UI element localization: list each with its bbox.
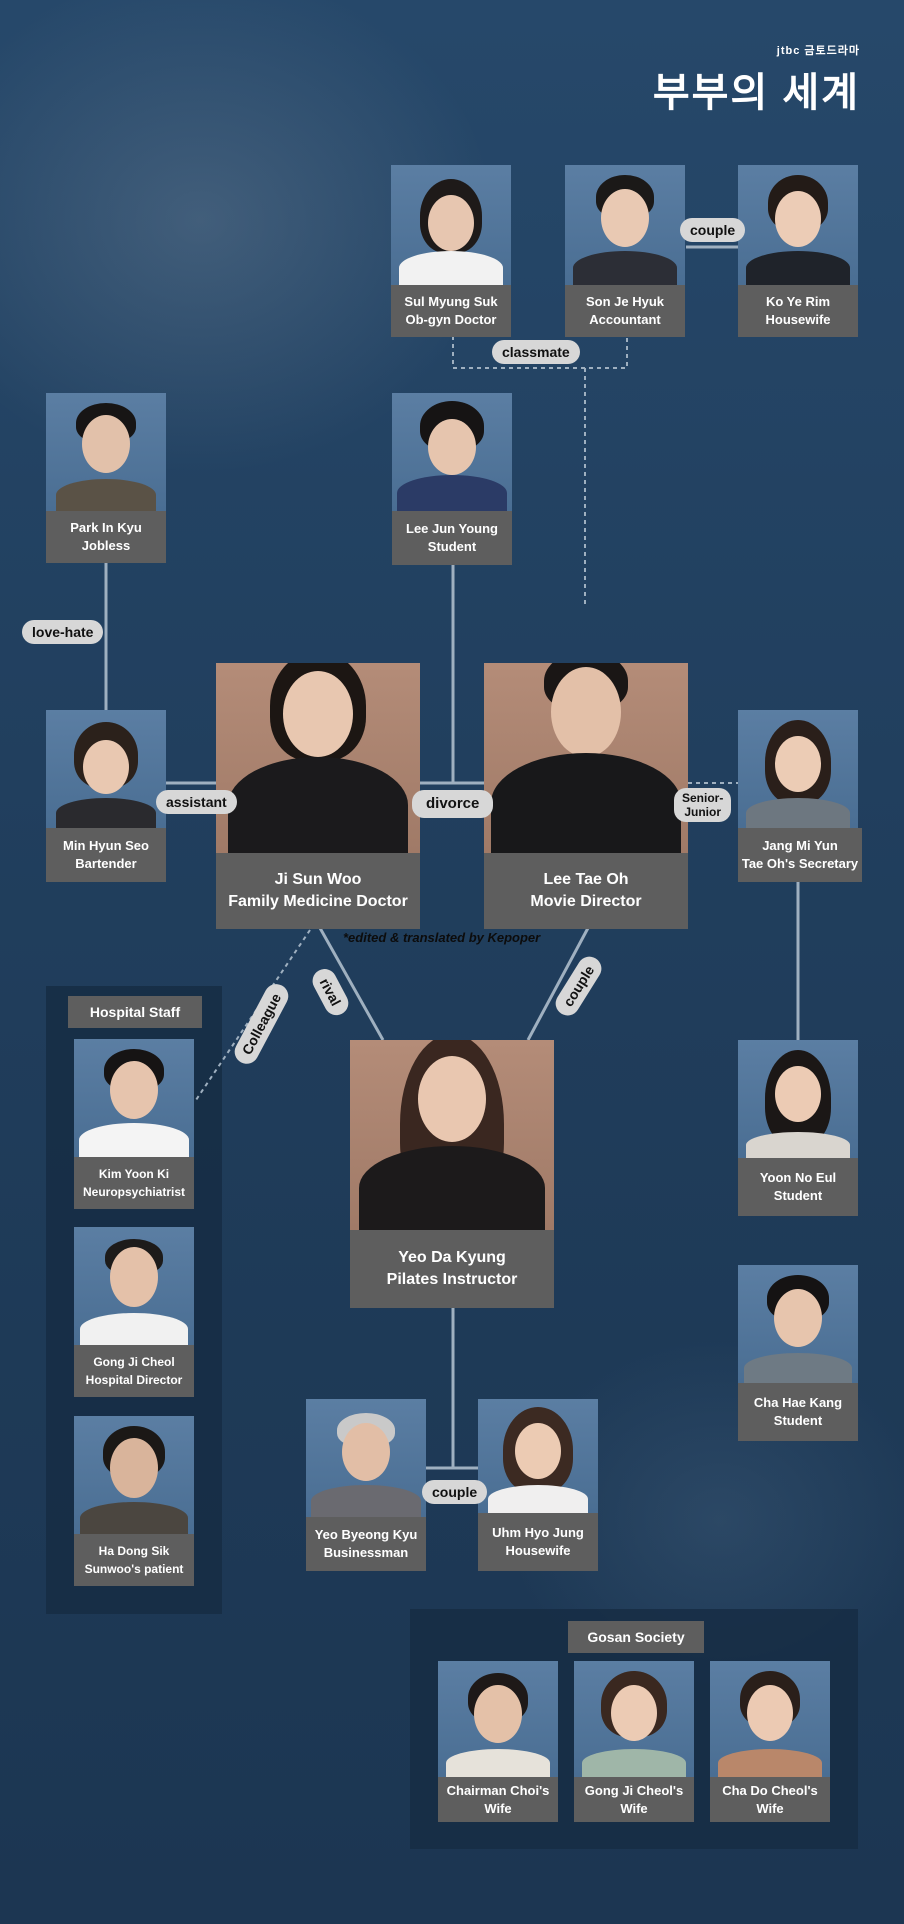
- portrait-yeo-da-kyung: [350, 1040, 554, 1230]
- badge-love-hate: love-hate: [22, 620, 104, 644]
- portrait-ji-sun-woo: [216, 663, 420, 853]
- translation-credit: *edited & translated by Kepoper: [343, 930, 541, 945]
- line-ji-yeo-rival: [318, 927, 385, 1041]
- portrait-park-in-kyu: [46, 393, 166, 511]
- badge-couple-top: couple: [680, 218, 746, 242]
- portrait-ko-ye-rim: [738, 165, 858, 285]
- portrait-yeo-byeong-kyu: [306, 1399, 426, 1517]
- portrait-lee-tae-oh: [484, 663, 688, 853]
- badge-divorce: divorce: [412, 790, 494, 818]
- line-tae-yeo-couple: [526, 927, 590, 1041]
- portrait-chairman-choi-wife: [438, 1661, 558, 1777]
- portrait-gong-ji-cheol-wife: [574, 1661, 694, 1777]
- badge-assistant: assistant: [156, 790, 237, 814]
- portrait-ha-dong-sik: [74, 1416, 194, 1534]
- logo-subtitle: jtbc 금토드라마: [776, 45, 860, 57]
- portrait-sul-myung-suk: [391, 165, 511, 285]
- line-classmate: [452, 336, 628, 369]
- portrait-jang-mi-yun: [738, 710, 858, 828]
- drama-logo: jtbc 금토드라마 부부의 세계: [653, 42, 860, 118]
- portrait-cha-hae-kang: [738, 1265, 858, 1383]
- line-ji-kim: [195, 929, 311, 1101]
- badge-couple-bottom: couple: [422, 1480, 488, 1504]
- portrait-gong-ji-cheol: [74, 1227, 194, 1345]
- portrait-min-hyun-seo: [46, 710, 166, 828]
- gosan-society-title: Gosan Society: [568, 1621, 704, 1653]
- portrait-yoon-no-eul: [738, 1040, 858, 1158]
- portrait-son-je-hyuk: [565, 165, 685, 285]
- hospital-staff-title: Hospital Staff: [68, 996, 202, 1028]
- logo-title: 부부의 세계: [652, 71, 860, 115]
- portrait-kim-yoon-ki: [74, 1039, 194, 1157]
- portrait-uhm-hyo-jung: [478, 1399, 598, 1513]
- portrait-lee-jun-young: [392, 393, 512, 511]
- badge-classmate: classmate: [492, 340, 580, 364]
- badge-senior-junior: Senior- Junior: [674, 788, 732, 822]
- portrait-cha-do-cheol-wife: [710, 1661, 830, 1777]
